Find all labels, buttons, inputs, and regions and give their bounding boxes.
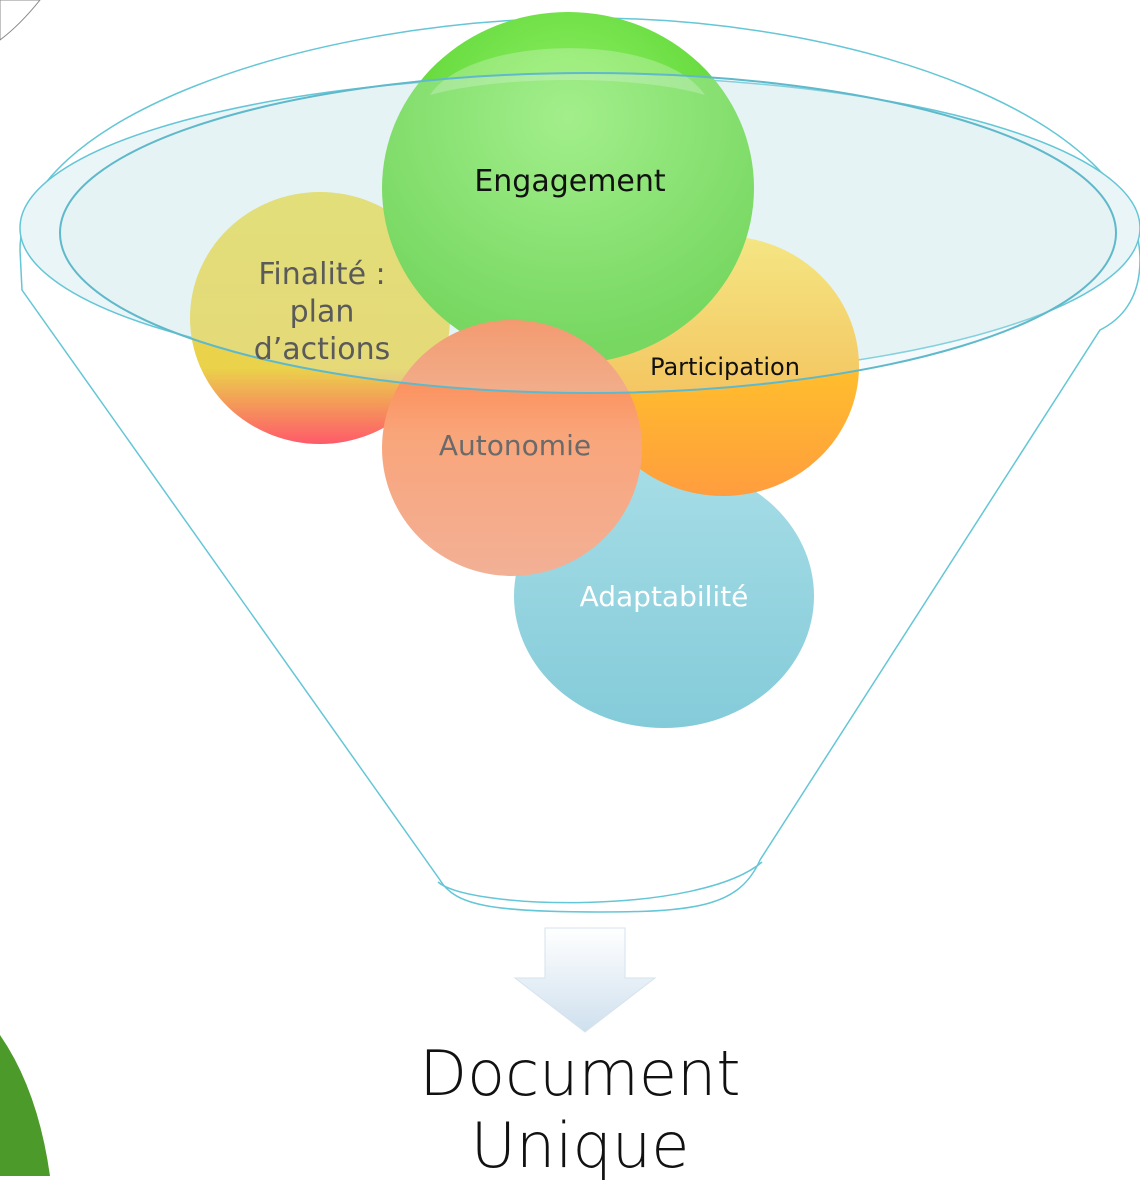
bubble-label-line: plan	[290, 295, 355, 330]
bubble-autonomie	[382, 320, 642, 576]
corner-green-leaf	[0, 1035, 50, 1176]
label-adaptabilite: Adaptabilité	[580, 580, 749, 613]
bubble-label-line: Adaptabilité	[580, 580, 749, 613]
result-line-2: Unique	[470, 1109, 690, 1182]
funnel-neck	[437, 861, 763, 904]
label-autonomie: Autonomie	[439, 429, 591, 462]
funnel-rim-inner	[59, 72, 1117, 394]
bubble-label-line: Autonomie	[439, 429, 591, 462]
label-engagement: Engagement	[474, 164, 666, 199]
bubble-engagement	[382, 12, 754, 364]
result-label: Document Unique	[300, 1038, 860, 1182]
result-line-1: Document	[419, 1037, 741, 1110]
corner-hatch-decoration	[0, 0, 41, 41]
bubble-label-line: Finalité :	[258, 257, 385, 292]
label-participation: Participation	[650, 353, 800, 381]
bubble-label-line: Participation	[650, 353, 800, 381]
bubble-label-line: d’actions	[254, 332, 391, 367]
bubble-label-line: Engagement	[474, 164, 666, 199]
down-arrow-icon	[513, 927, 657, 1033]
